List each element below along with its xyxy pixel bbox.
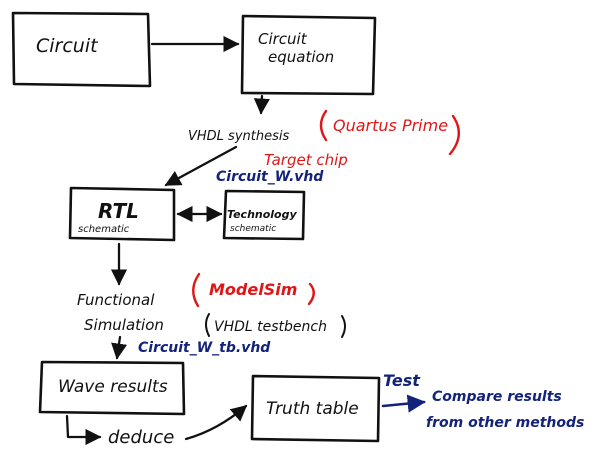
quartus-prime-close-paren [448,114,460,156]
test-label: Test [383,371,421,390]
from-other-methods-label: from other methods [426,415,584,431]
arrow-equation-to-synthesis [253,94,270,115]
quartus-prime-open-paren [319,109,328,142]
circuit-equation-label-1: Circuit [258,30,308,48]
vhdl-synthesis-label: VHDL synthesis [188,129,289,144]
truth-table-box [250,374,381,443]
vhdl-testbench-close-paren [341,315,346,338]
deduce-label: deduce [108,427,174,448]
circuit-equation-box [240,14,377,96]
compare-results-label: Compare results [432,389,562,405]
circuit-label: Circuit [36,35,99,57]
circuit-box [11,11,152,88]
arrow-wave-to-deduce [65,414,102,446]
simulation-label: Simulation [84,316,164,334]
arrow-simulation-to-wave [111,335,128,360]
rtl-schematic-box [68,186,176,242]
quartus-prime-label: Quartus Prime [333,116,448,135]
arrow-synthesis-to-rtl [164,145,238,187]
modelsim-open-paren [192,272,201,308]
vhdl-testbench-open-paren [205,313,210,337]
circuit-w-vhd-label: Circuit_W.vhd [216,169,324,185]
technology-schematic-box [222,189,306,241]
circuit-equation-label-2: equation [268,48,334,66]
arrow-deduce-to-truth-table [184,404,248,441]
technology-label: Technology [227,208,297,221]
target-chip-label: Target chip [264,151,348,169]
circuit-w-tb-vhd-label: Circuit_W_tb.vhd [138,340,271,356]
modelsim-label: ModelSim [209,280,297,299]
technology-schematic-label: schematic [230,224,276,234]
truth-table-label: Truth table [266,399,359,419]
rtl-schematic-label: schematic [78,224,130,235]
arrow-truth-table-to-test [381,394,426,413]
wave-results-box [38,360,186,416]
wave-results-label: Wave results [58,377,168,397]
vhdl-testbench-label: VHDL testbench [214,319,327,335]
functional-label: Functional [77,291,155,309]
modelsim-close-paren [307,282,315,306]
rtl-label: RTL [98,199,139,223]
